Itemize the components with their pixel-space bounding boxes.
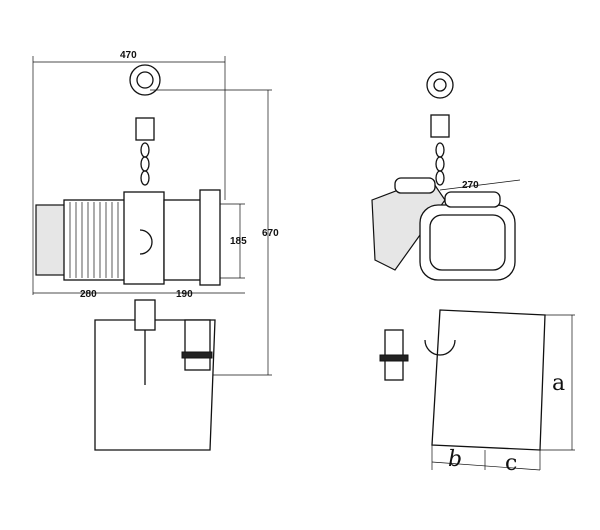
side-view: 270 a b c bbox=[371, 71, 575, 476]
dim-270: 270 bbox=[462, 180, 479, 191]
label-b: b bbox=[448, 447, 462, 472]
front-view: 470 670 185 280 190 bbox=[32, 50, 279, 451]
label-c: c bbox=[505, 451, 517, 476]
dim-190: 190 bbox=[176, 289, 193, 300]
dim-185: 185 bbox=[230, 236, 247, 247]
chain bbox=[140, 142, 150, 186]
dim-470: 470 bbox=[120, 50, 137, 61]
label-a: a bbox=[552, 371, 565, 396]
dim-280: 280 bbox=[80, 289, 97, 300]
dim-670: 670 bbox=[262, 228, 279, 239]
